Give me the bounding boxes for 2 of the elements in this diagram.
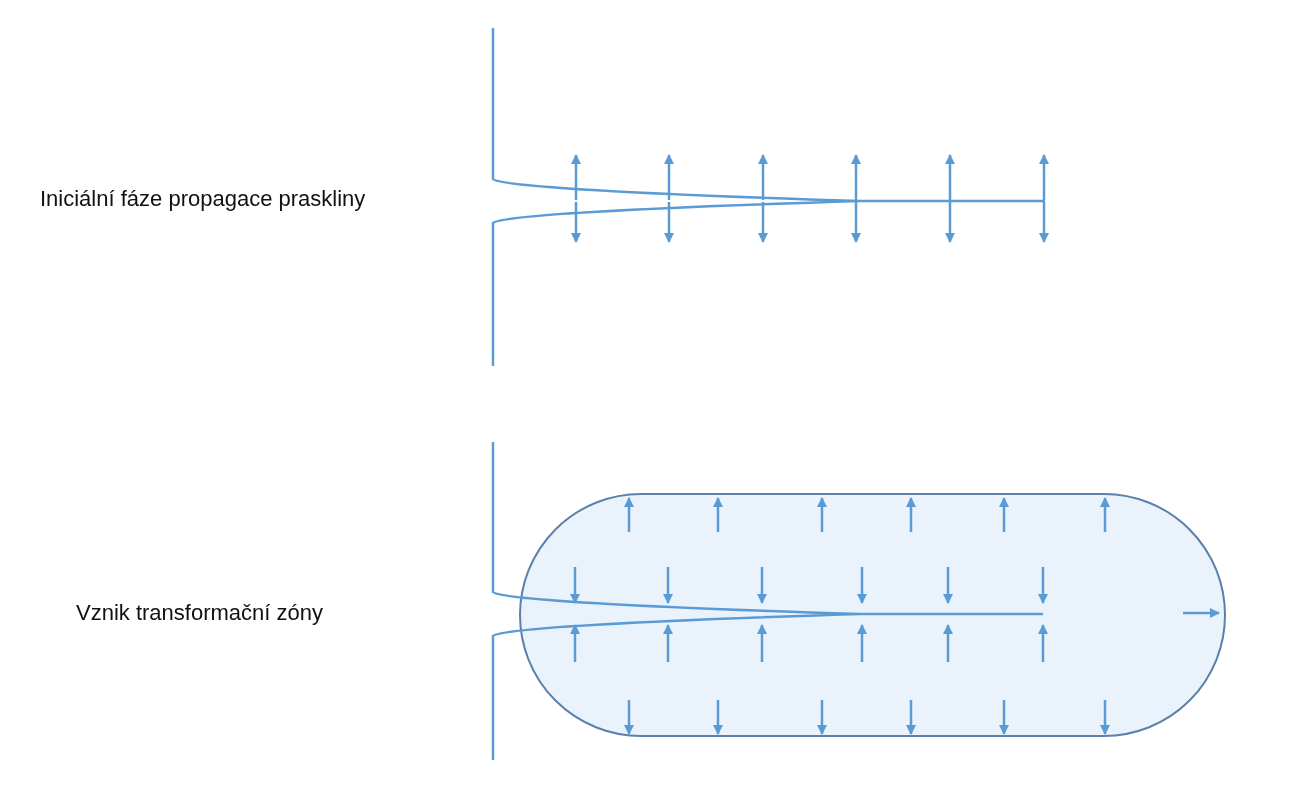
stage-label: Vznik transformační zóny [76,600,323,626]
stage-label: Iniciální fáze propagace praskliny [40,186,366,212]
